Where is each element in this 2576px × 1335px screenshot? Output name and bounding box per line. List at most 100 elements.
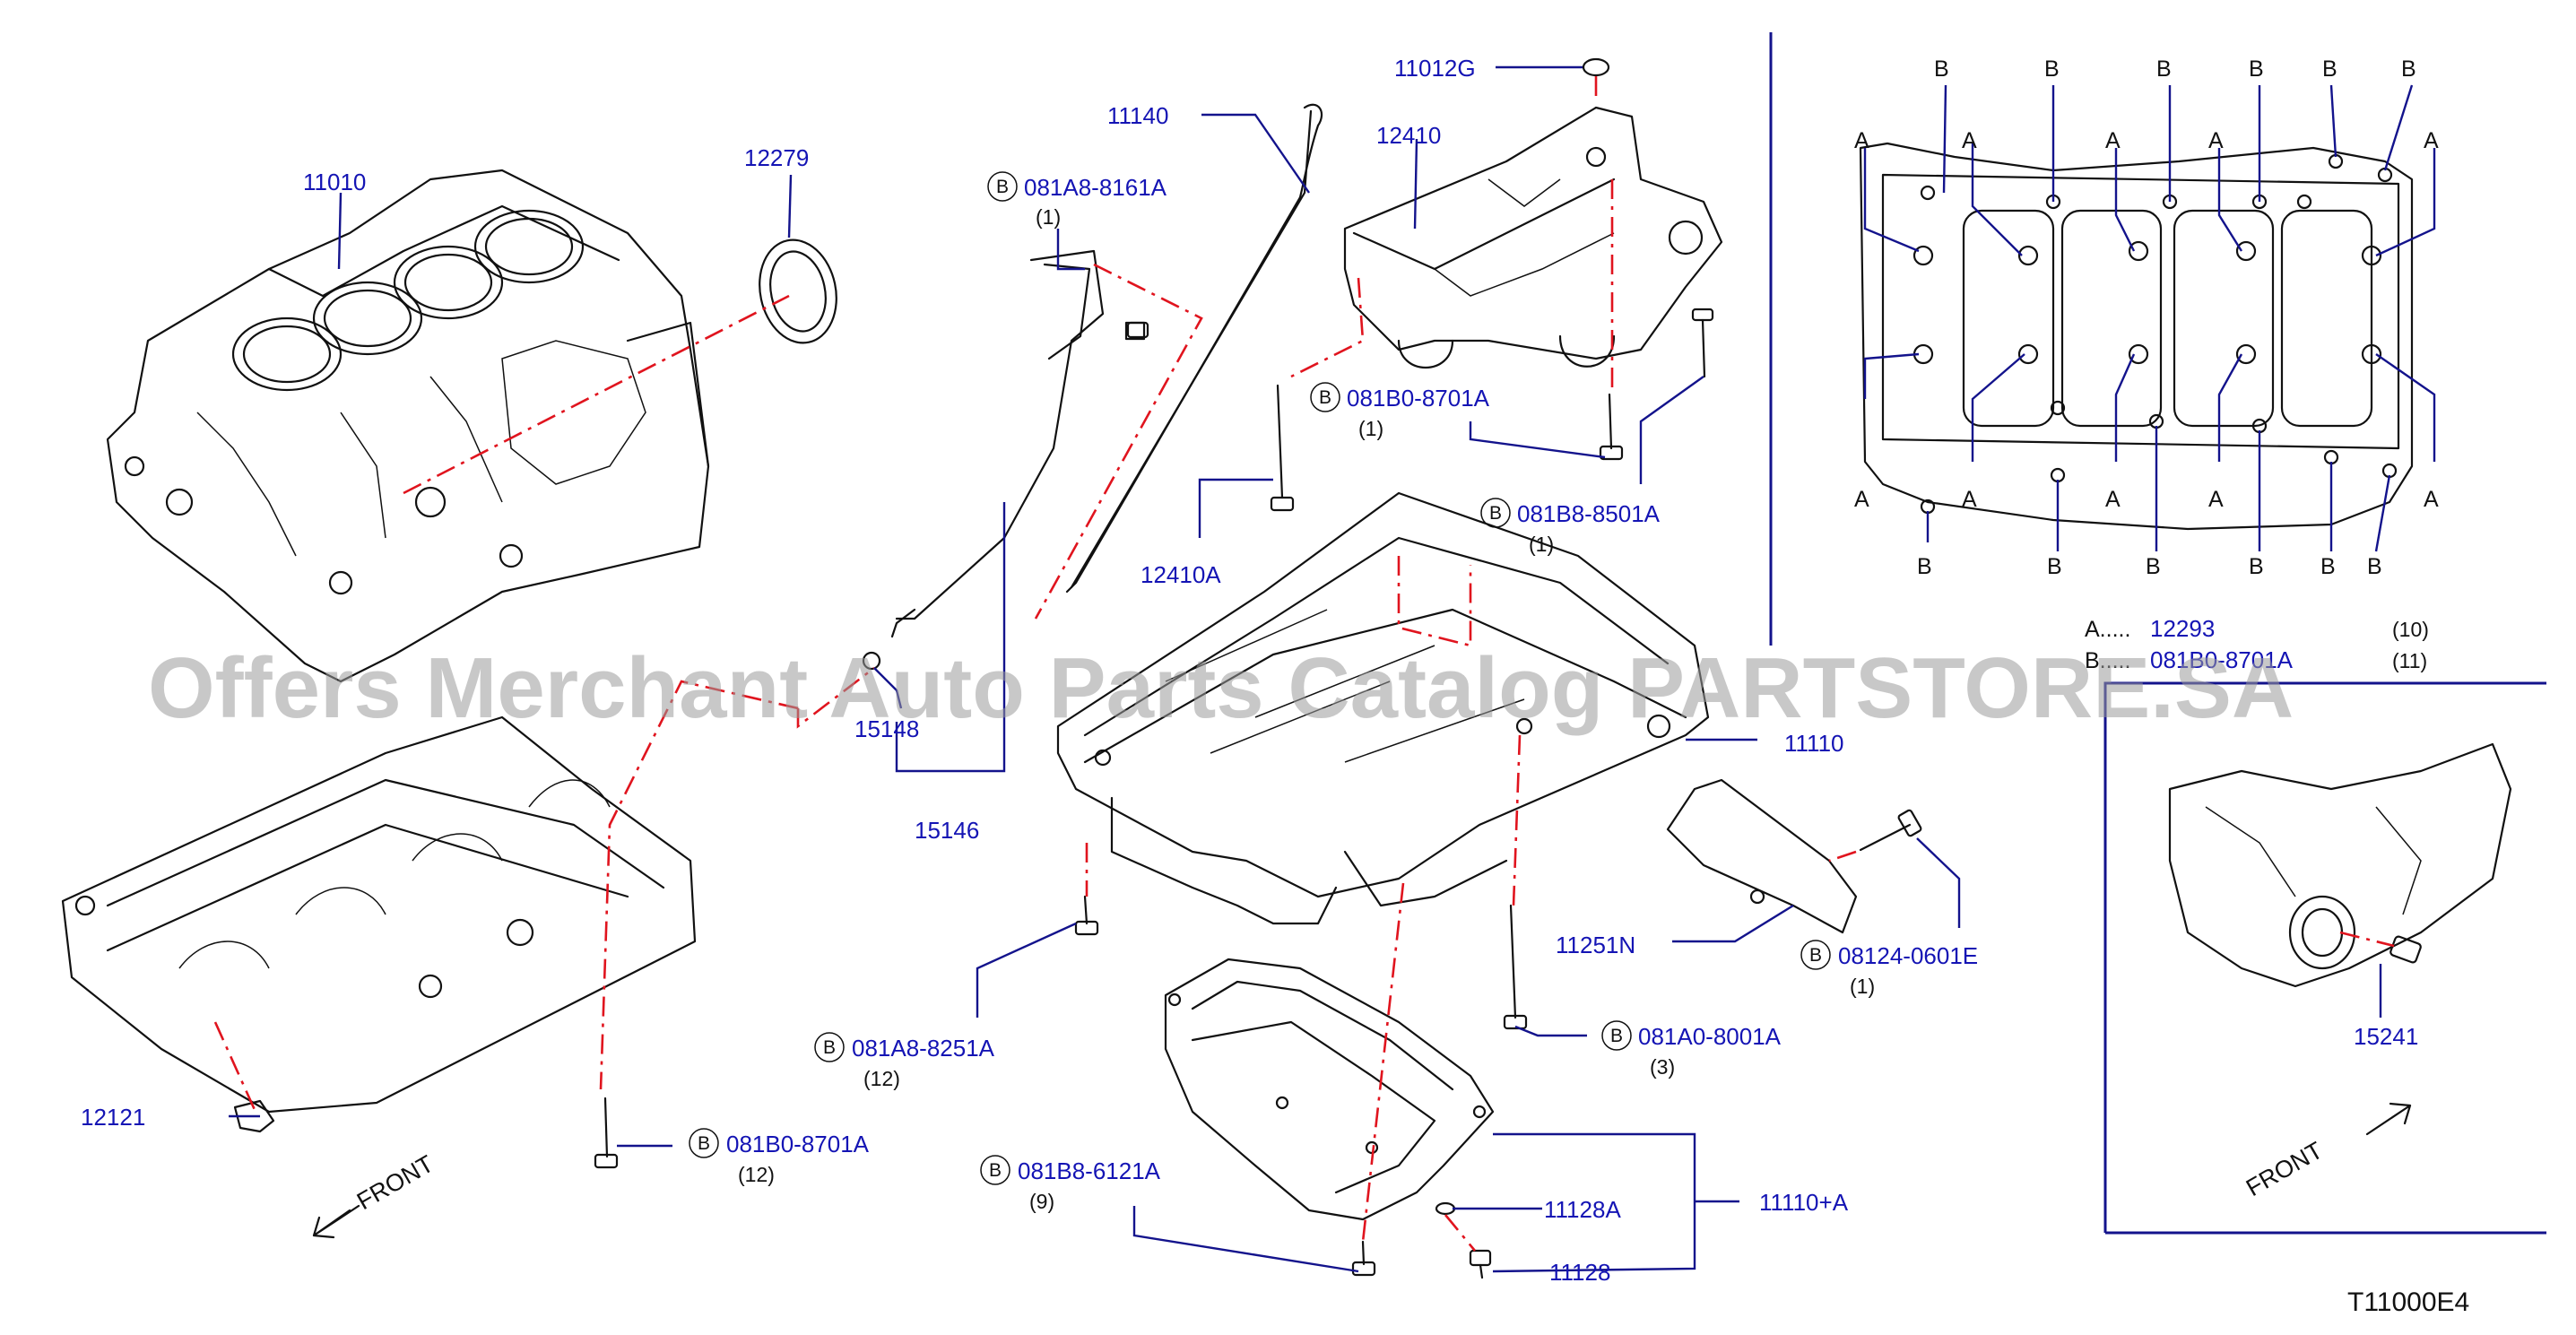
bolt-081B8-6121A: [1351, 1240, 1376, 1277]
legend-b-qty: (11): [2392, 649, 2427, 672]
part-12410[interactable]: 12410: [1376, 122, 1441, 149]
letter-a: A: [1854, 487, 1869, 512]
letter-a: A: [2105, 487, 2121, 512]
qty-081A0-8001A: (3): [1650, 1055, 1675, 1079]
part-081B0-8701A-bottom[interactable]: 081B0-8701A: [726, 1131, 870, 1157]
front-label-left: FRONT: [352, 1150, 438, 1215]
part-12410A[interactable]: 12410A: [1141, 561, 1221, 588]
bolt-081A0-8001A: [1503, 904, 1528, 1030]
svg-text:B: B: [1319, 387, 1331, 408]
letter-a: A: [2424, 487, 2439, 512]
part-081B8-8501A[interactable]: 081B8-8501A: [1517, 500, 1661, 527]
part-081B0-8701A-top[interactable]: 081B0-8701A: [1347, 385, 1490, 412]
bolt-marker: B: [980, 1155, 1010, 1185]
watermark: Offers Merchant Auto Parts Catalog PARTS…: [148, 640, 2294, 736]
bolt-marker: B: [1800, 940, 1831, 970]
bolt-marker: B: [689, 1128, 719, 1158]
dipstick-drawing: [862, 103, 1323, 671]
legend-a-qty: (10): [2392, 618, 2429, 641]
letter-a: A: [2424, 128, 2439, 153]
part-11110-plus-a[interactable]: 11110+A: [1759, 1189, 1849, 1216]
part-11140[interactable]: 11140: [1107, 102, 1168, 129]
lower-block-drawing: [61, 715, 697, 1114]
legend-a-part[interactable]: 12293: [2150, 615, 2215, 642]
part-081A0-8001A[interactable]: 081A0-8001A: [1638, 1023, 1782, 1050]
part-11128A[interactable]: 11128A: [1544, 1196, 1621, 1223]
bolt-081A8-8251A: [1074, 895, 1099, 936]
letter-a: A: [1962, 128, 1977, 153]
letter-b: B: [1917, 554, 1932, 579]
detail-letter-labels: B B B B B B A A A A A A A A A A B B B B …: [1854, 56, 2439, 579]
detail-leaders: [1863, 84, 2436, 552]
part-08124-0601E[interactable]: 08124-0601E: [1838, 942, 1978, 969]
callout-leaders: [229, 65, 2382, 1273]
qty-081B8-6121A: (9): [1029, 1190, 1054, 1213]
bolt-marker: B: [1480, 498, 1511, 528]
front-label-right: FRONT: [2242, 1137, 2328, 1201]
svg-text:B: B: [698, 1133, 710, 1154]
bolt-marker: B: [814, 1032, 845, 1062]
upper-oil-pan-drawing: [1056, 491, 1710, 925]
letter-b: B: [1934, 56, 1949, 82]
part-12279[interactable]: 12279: [744, 144, 809, 171]
letter-b: B: [2146, 554, 2161, 579]
part-15241[interactable]: 15241: [2354, 1023, 2418, 1050]
svg-text:B: B: [1809, 945, 1822, 966]
part-11010[interactable]: 11010: [303, 169, 366, 195]
qty-08124-0601E: (1): [1850, 975, 1875, 998]
part-number-labels: 11010 12279 11012G 11140 12410 081A8-816…: [81, 55, 2418, 1286]
letter-b: B: [2249, 554, 2264, 579]
oil-pump-drawing: [1343, 106, 1723, 369]
part-15148[interactable]: 15148: [854, 715, 919, 742]
legend-b-part[interactable]: 081B0-8701A: [2150, 646, 2294, 673]
part-081A8-8251A[interactable]: 081A8-8251A: [852, 1035, 995, 1062]
qty-081B0-8701A-bottom: (12): [738, 1163, 775, 1186]
letter-a: A: [2208, 128, 2224, 153]
o-ring-drawing: [1582, 57, 1610, 77]
letter-b: B: [2156, 56, 2172, 82]
detail-block-bottom-drawing: [1859, 142, 2414, 531]
svg-text:B: B: [823, 1037, 836, 1058]
part-081A8-8161A[interactable]: 081A8-8161A: [1024, 174, 1167, 201]
letter-a: A: [2105, 128, 2121, 153]
front-arrow-right: FRONT: [2242, 1102, 2412, 1201]
qty-081A8-8251A: (12): [863, 1067, 900, 1090]
letter-b: B: [2249, 56, 2264, 82]
part-15146[interactable]: 15146: [915, 817, 979, 844]
part-11128[interactable]: 11128: [1549, 1259, 1610, 1286]
assembly-centerlines: [213, 76, 1857, 1252]
letter-b: B: [2047, 554, 2062, 579]
svg-text:B: B: [1489, 503, 1502, 524]
part-11251N[interactable]: 11251N: [1556, 932, 1635, 958]
bolt-081B0-8701A-bottom: [594, 1097, 619, 1169]
bolt-markers: B B B B B B B B: [689, 171, 1831, 1185]
part-081B8-6121A[interactable]: 081B8-6121A: [1018, 1157, 1161, 1184]
bolt-081B8-8501A-left: [1599, 393, 1624, 461]
part-12121[interactable]: 12121: [81, 1104, 145, 1131]
letter-a: A: [1854, 128, 1869, 153]
qty-081B8-8501A: (1): [1529, 533, 1554, 556]
washer-11128A: [1435, 1201, 1456, 1216]
drain-plug-11128: [1469, 1249, 1492, 1279]
detail-bolt-holes: [1912, 153, 2398, 515]
letter-b: B: [2044, 56, 2060, 82]
cylinder-block-drawing: [106, 169, 710, 683]
front-arrow-left: FRONT: [312, 1150, 438, 1239]
letter-b: B: [2367, 554, 2382, 579]
bolt-081A8-8161A: [1126, 321, 1149, 339]
part-11012G[interactable]: 11012G: [1394, 55, 1476, 82]
legend-a-label: A.....: [2085, 617, 2130, 642]
bolt-08124-0601E: [1859, 809, 1922, 852]
part-11110[interactable]: 11110: [1784, 730, 1844, 757]
bolt-marker: B: [987, 171, 1018, 202]
lower-oil-pan-drawing: [1164, 958, 1495, 1221]
qty-081A8-8161A: (1): [1036, 205, 1061, 229]
diagram-code: T11000E4: [2347, 1287, 2469, 1317]
letter-a: A: [2208, 487, 2224, 512]
letter-b: B: [2320, 554, 2336, 579]
bolt-marker: B: [1601, 1020, 1632, 1051]
bracket-12121: [233, 1099, 275, 1133]
bolts-drawing: [233, 308, 1922, 1279]
